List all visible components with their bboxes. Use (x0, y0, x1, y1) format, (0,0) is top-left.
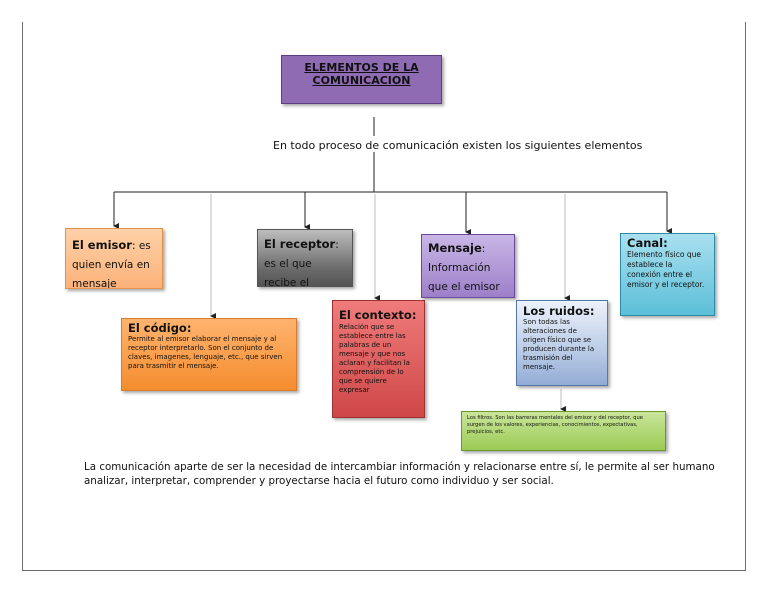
node-contexto: El contexto: Relación que se establece e… (332, 300, 425, 418)
document-page (22, 22, 746, 571)
node-ruidos: Los ruidos: Son todas las alteraciones d… (516, 300, 608, 386)
conclusion-text: La comunicación aparte de ser la necesid… (84, 461, 715, 487)
canal-heading: Canal: (627, 236, 668, 250)
node-canal: Canal: Elemento físico que establece la … (620, 233, 715, 316)
emisor-body: : es quien envía en mensaje (72, 240, 151, 289)
node-codigo: El código: Permite al emisor elaborar el… (121, 318, 297, 391)
ruidos-heading: Los ruidos: (523, 304, 595, 318)
filtros-body: Los filtros. Son las barreras mentales d… (467, 415, 643, 435)
contexto-body: Relación que se establece entre las pala… (339, 323, 410, 394)
node-receptor: El receptor: es el que recibe el mensaje (257, 229, 353, 287)
codigo-heading: El código: (128, 321, 192, 335)
node-filtros: Los filtros. Son las barreras mentales d… (461, 411, 666, 451)
mensaje-body: : Información que el emisor envía al rec… (428, 243, 500, 293)
emisor-heading: El emisor (72, 238, 132, 252)
receptor-body: : es el que recibe el mensaje (264, 239, 339, 287)
diagram-title: ELEMENTOS DE LA COMUNICACION (281, 55, 442, 104)
receptor-heading: El receptor (264, 237, 336, 251)
ruidos-body: Son todas las alteraciones de origen fís… (523, 318, 595, 371)
node-mensaje: Mensaje: Información que el emisor envía… (421, 234, 515, 298)
canal-body: Elemento físico que establece la conexió… (627, 250, 705, 289)
contexto-heading: El contexto (339, 308, 412, 322)
node-emisor: El emisor: es quien envía en mensaje (65, 228, 163, 289)
diagram-title-text: ELEMENTOS DE LA COMUNICACION (304, 61, 419, 87)
mensaje-heading: Mensaje (428, 241, 482, 255)
codigo-body: Permite al emisor elaborar el mensaje y … (128, 335, 283, 370)
intro-text: En todo proceso de comunicación existen … (273, 139, 643, 152)
